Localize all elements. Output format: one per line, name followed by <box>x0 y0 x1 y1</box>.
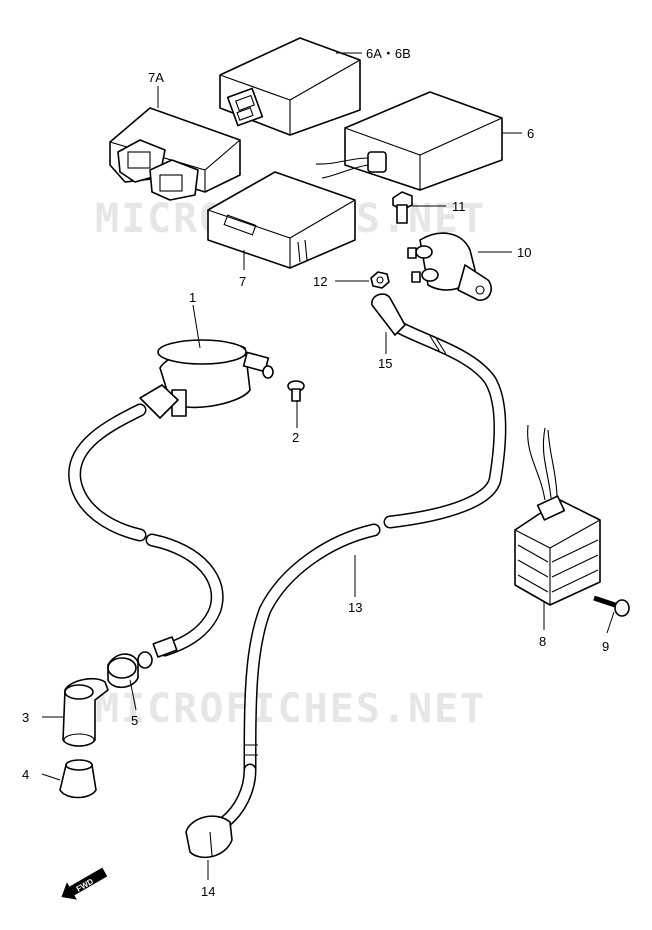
callout-3: 3 <box>22 710 29 725</box>
fwd-arrow-icon: FWD <box>61 867 108 900</box>
callout-12: 12 <box>313 274 327 289</box>
callout-13: 13 <box>348 600 362 615</box>
boot-3 <box>62 678 109 747</box>
callout-14: 14 <box>201 884 215 899</box>
nut-12 <box>370 271 390 289</box>
high-tension-lead <box>68 403 224 658</box>
bracket-7a <box>109 107 241 201</box>
regulator-rectifier-8 <box>514 424 601 606</box>
callout-8: 8 <box>539 634 546 649</box>
battery-cable-13 <box>218 318 507 829</box>
unit-6 <box>315 91 503 191</box>
callout-11: 11 <box>452 199 466 214</box>
callout-7: 7 <box>239 274 246 289</box>
terminal-cover-14 <box>185 815 233 859</box>
callout-6ab: 6A・6B <box>366 46 411 61</box>
callout-2: 2 <box>292 430 299 445</box>
bolt-9 <box>593 595 630 617</box>
callout-10: 10 <box>517 245 531 260</box>
rubber-cap-4 <box>59 759 97 799</box>
callout-5: 5 <box>131 713 138 728</box>
callout-9: 9 <box>602 639 609 654</box>
callout-6: 6 <box>527 126 534 141</box>
terminal-boot-15 <box>371 293 406 336</box>
screw-2 <box>287 380 305 402</box>
ignition-coil-1 <box>139 339 274 419</box>
starter-relay-10 <box>407 232 492 301</box>
module-7 <box>207 171 356 269</box>
cdi-unit-6ab <box>219 37 361 136</box>
callout-7a: 7A <box>148 70 164 85</box>
plug-cap-5 <box>107 651 153 689</box>
leader-lines <box>41 52 615 880</box>
bolt-11 <box>392 191 413 224</box>
callout-1: 1 <box>189 290 196 305</box>
watermark-bottom: MICROFICHES.NET <box>95 686 486 732</box>
callout-15: 15 <box>378 356 392 371</box>
callout-4: 4 <box>22 767 29 782</box>
